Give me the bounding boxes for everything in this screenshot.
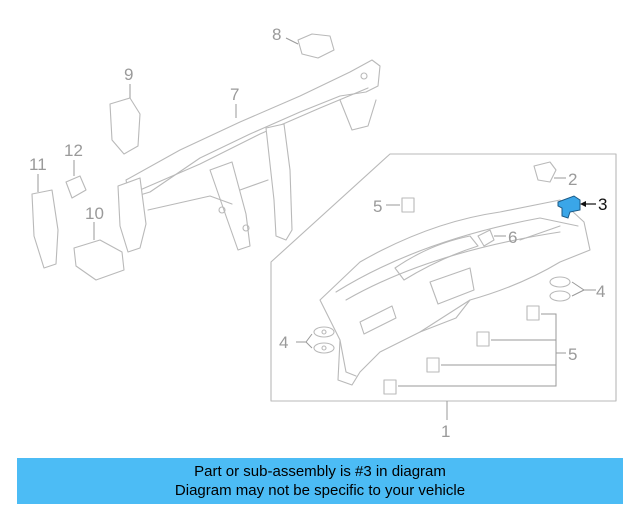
panel-group-box xyxy=(270,153,617,402)
part-2-bracket xyxy=(533,161,557,183)
callout-9: 9 xyxy=(124,65,133,84)
part-4-grommet-l2-hole xyxy=(321,345,327,351)
callout-4b: 4 xyxy=(596,282,605,301)
callout-6: 6 xyxy=(508,228,517,247)
callout-4b-leader2 xyxy=(571,289,585,297)
part-12-clip xyxy=(65,175,87,199)
part-6-clip xyxy=(477,229,495,247)
callout-4b-leader xyxy=(571,281,596,291)
callout-5b: 5 xyxy=(568,345,577,364)
info-banner: Part or sub-assembly is #3 in diagram Di… xyxy=(17,458,623,504)
part-7-beam xyxy=(117,59,381,253)
part-5-clip-1 xyxy=(526,305,540,321)
callout-2: 2 xyxy=(568,170,577,189)
banner-line-2: Diagram may not be specific to your vehi… xyxy=(174,482,466,499)
callout-4a-leader2 xyxy=(305,341,313,349)
part-5-clip-3 xyxy=(426,357,440,373)
part-5-clip-2 xyxy=(476,331,490,347)
part-4-grommet-r2 xyxy=(549,290,571,302)
callout-3: 3 xyxy=(598,195,607,214)
part-8-bracket xyxy=(297,33,335,59)
callout-7: 7 xyxy=(230,85,239,104)
callout-11: 11 xyxy=(29,155,47,174)
callout-8: 8 xyxy=(272,25,281,44)
parts-diagram: 1 2 3 4 4 5 5 6 xyxy=(29,25,617,441)
banner-line-1: Part or sub-assembly is #3 in diagram xyxy=(194,463,446,480)
part-5-clip-top xyxy=(401,197,415,213)
part-10-bracket xyxy=(73,239,125,281)
dashboard-panel xyxy=(319,199,591,386)
part-4-grommet-l1-hole xyxy=(321,329,327,335)
part-11-cover xyxy=(31,189,59,269)
part-9-bracket xyxy=(109,97,141,155)
part-3-clip xyxy=(557,195,581,219)
part-4-grommet-l1 xyxy=(313,326,335,338)
callout-10: 10 xyxy=(85,204,104,223)
callout-12: 12 xyxy=(64,141,83,160)
callout-1: 1 xyxy=(441,422,450,441)
callout-8-leader xyxy=(285,37,299,45)
callout-5b-leader xyxy=(398,313,557,387)
part-5-clip-4 xyxy=(383,379,397,395)
part-4-grommet-l2 xyxy=(313,342,335,354)
callout-5a: 5 xyxy=(373,197,382,216)
part-4-grommet-r1 xyxy=(549,276,571,288)
callout-4a-leader xyxy=(296,333,313,343)
callout-4a: 4 xyxy=(279,333,288,352)
callout-3-arrowhead xyxy=(580,201,586,207)
